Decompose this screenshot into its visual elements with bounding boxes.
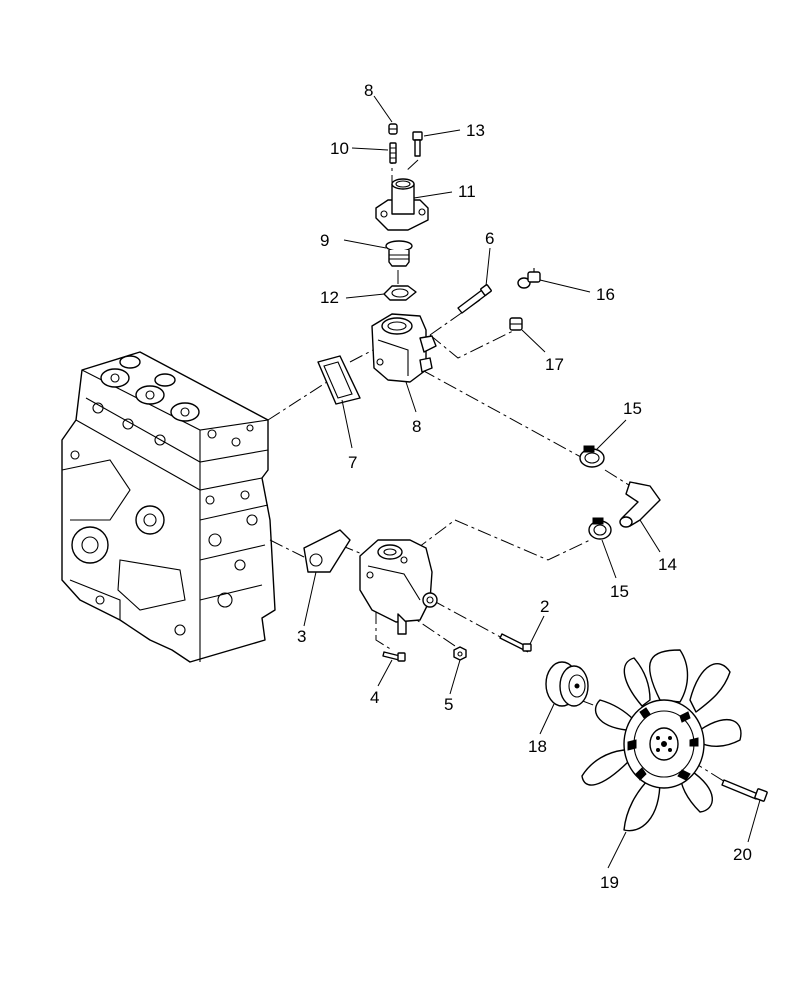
callout-16: 16 xyxy=(596,285,615,304)
callout-20: 20 xyxy=(733,845,752,864)
callout-15-lower: 15 xyxy=(610,582,629,601)
water-pump xyxy=(359,539,438,635)
callout-15-upper: 15 xyxy=(623,399,642,418)
part-18-pulley xyxy=(545,661,589,707)
part-10-stud xyxy=(389,142,397,164)
part-9-thermostat xyxy=(385,240,413,267)
callout-9: 9 xyxy=(320,231,329,250)
callout-2: 2 xyxy=(540,597,549,616)
callout-3: 3 xyxy=(297,627,306,646)
callout-19: 19 xyxy=(600,873,619,892)
part-2-bolt xyxy=(499,633,532,652)
callout-7: 7 xyxy=(348,453,357,472)
callout-8-case: 8 xyxy=(412,417,421,436)
callout-10: 10 xyxy=(330,139,349,158)
callout-18: 18 xyxy=(528,737,547,756)
callout-4: 4 xyxy=(370,688,379,707)
callout-17: 17 xyxy=(545,355,564,374)
part-3-gasket xyxy=(303,529,351,573)
callout-13: 13 xyxy=(466,121,485,140)
part-16-sensor xyxy=(517,268,541,289)
callout-14: 14 xyxy=(658,555,677,574)
callout-6: 6 xyxy=(485,229,494,248)
part-15-clamp-lower xyxy=(588,517,612,540)
part-4-bolt xyxy=(382,651,406,662)
part-8-thermostat-case xyxy=(371,313,437,383)
part-19-fan xyxy=(581,649,742,832)
part-17-plug xyxy=(509,317,523,331)
part-11-thermostat-cover xyxy=(375,178,429,231)
part-6-bolt xyxy=(457,284,492,314)
callout-8-top: 8 xyxy=(364,81,373,100)
part-5-nut xyxy=(453,646,467,661)
leader-lines xyxy=(303,95,761,869)
part-7-gasket xyxy=(317,355,361,405)
callout-11: 11 xyxy=(458,182,476,201)
callout-labels: 8 10 13 11 9 6 16 12 17 8 7 15 14 15 3 2… xyxy=(297,81,752,892)
part-20-bolt xyxy=(721,779,768,802)
part-15-clamp-upper xyxy=(579,445,605,468)
part-13-bolt xyxy=(412,131,423,157)
part-14-hose xyxy=(619,481,661,528)
part-12-gasket xyxy=(383,285,417,301)
callout-12: 12 xyxy=(320,288,339,307)
part-8-nut xyxy=(388,123,398,135)
engine-block xyxy=(61,351,276,663)
callout-5: 5 xyxy=(444,695,453,714)
